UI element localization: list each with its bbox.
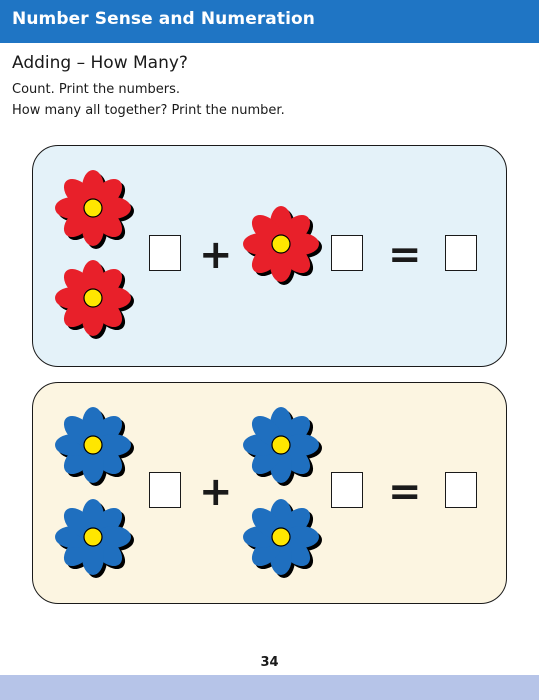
- flower-icon: [55, 260, 134, 339]
- answer-box-sum[interactable]: [445, 472, 477, 508]
- plus-sign: +: [199, 469, 233, 515]
- problem-panel-1: + =: [32, 145, 507, 367]
- flower-icon: [55, 170, 134, 249]
- answer-box-first-addend[interactable]: [149, 472, 181, 508]
- flower-icon: [243, 206, 322, 285]
- instruction-count: Count. Print the numbers.: [12, 82, 181, 97]
- flower-icon: [55, 407, 134, 486]
- flower-icon: [55, 499, 134, 578]
- lesson-title: Adding – How Many?: [12, 53, 188, 73]
- equals-sign: =: [388, 232, 422, 278]
- answer-box-second-addend[interactable]: [331, 472, 363, 508]
- footer-band: [0, 675, 539, 700]
- header-banner: Number Sense and Numeration: [0, 0, 539, 43]
- plus-sign: +: [199, 232, 233, 278]
- answer-box-sum[interactable]: [445, 235, 477, 271]
- flower-icon: [243, 407, 322, 486]
- page-number: 34: [260, 655, 279, 670]
- section-title: Number Sense and Numeration: [12, 9, 316, 29]
- problem-panel-2: + =: [32, 382, 507, 604]
- answer-box-second-addend[interactable]: [331, 235, 363, 271]
- equals-sign: =: [388, 469, 422, 515]
- instruction-total: How many all together? Print the number.: [12, 103, 285, 118]
- answer-box-first-addend[interactable]: [149, 235, 181, 271]
- flower-icon: [243, 499, 322, 578]
